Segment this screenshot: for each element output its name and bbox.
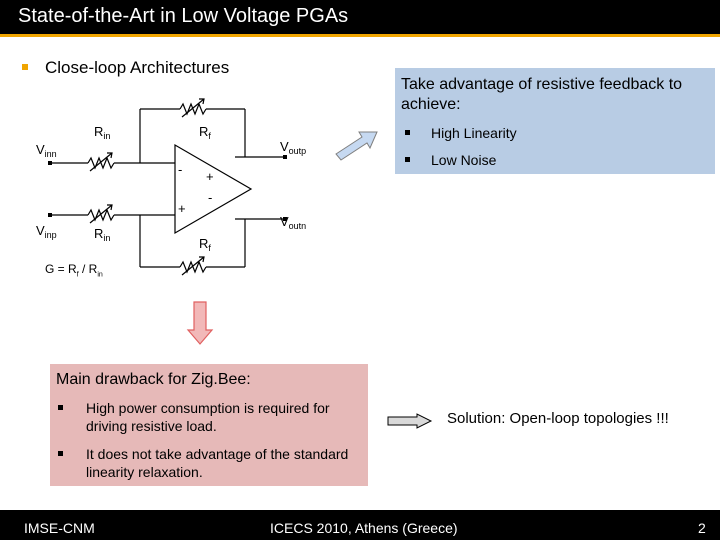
opamp-plus-in: + <box>178 201 186 216</box>
opamp-plus-out: + <box>206 169 214 184</box>
opamp-minus-in: - <box>178 162 182 177</box>
bullet-marker <box>22 64 28 70</box>
footer-conference: ICECS 2010, Athens (Greece) <box>270 520 458 536</box>
slide-title: State-of-the-Art in Low Voltage PGAs <box>18 5 349 27</box>
footer-bar: IMSE-CNM ICECS 2010, Athens (Greece) 2 <box>0 510 720 540</box>
node-vinn <box>48 161 52 165</box>
label-voutn: Voutn <box>280 214 306 231</box>
label-rin-bot: Rin <box>94 226 110 243</box>
node-voutn <box>283 217 287 221</box>
label-vinn: Vinn <box>36 142 57 159</box>
resistor-rin-top <box>87 156 115 170</box>
advantage-bullet <box>405 157 410 162</box>
drawback-box: Main drawback for Zig.Bee: High power co… <box>50 364 368 486</box>
advantage-bullet <box>405 130 410 135</box>
label-rin-top: Rin <box>94 124 110 141</box>
down-arrow-icon <box>186 301 214 345</box>
advantage-box: Take advantage of resistive feedback to … <box>395 68 715 174</box>
circuit-diagram: Vinn Vinp Voutp Voutn Rin Rin Rf Rf - + … <box>36 98 306 276</box>
drawback-bullet <box>58 405 63 410</box>
title-rule <box>0 34 720 37</box>
solution-text: Solution: Open-loop topologies !!! <box>447 410 669 427</box>
resistor-rin-bot <box>87 208 115 222</box>
label-voutp: Voutp <box>280 139 306 156</box>
resistor-rf-top <box>179 102 207 116</box>
diagonal-arrow-icon <box>335 131 378 161</box>
page-number: 2 <box>698 520 706 536</box>
footer-institution: IMSE-CNM <box>24 520 95 536</box>
label-rf-top: Rf <box>199 124 211 141</box>
gain-formula: G = Rf / Rin <box>45 262 103 279</box>
drawback-bullet <box>58 451 63 456</box>
node-voutp <box>283 155 287 159</box>
drawback-item: It does not take advantage of the standa… <box>86 446 349 480</box>
label-vinp: Vinp <box>36 223 57 240</box>
drawback-item: High power consumption is required for d… <box>86 400 330 434</box>
label-rf-bot: Rf <box>199 236 211 253</box>
resistor-rf-bot <box>179 260 207 274</box>
title-bar: State-of-the-Art in Low Voltage PGAs <box>0 0 720 34</box>
advantage-item: High Linearity <box>431 125 517 141</box>
right-arrow-icon <box>387 413 433 429</box>
main-bullet-text: Close-loop Architectures <box>45 58 230 77</box>
node-vinp <box>48 213 52 217</box>
advantage-heading: Take advantage of resistive feedback to … <box>401 76 683 113</box>
opamp-triangle <box>174 143 253 235</box>
drawback-heading: Main drawback for Zig.Bee: <box>56 371 251 388</box>
opamp-minus-out: - <box>208 190 212 205</box>
advantage-item: Low Noise <box>431 152 497 168</box>
